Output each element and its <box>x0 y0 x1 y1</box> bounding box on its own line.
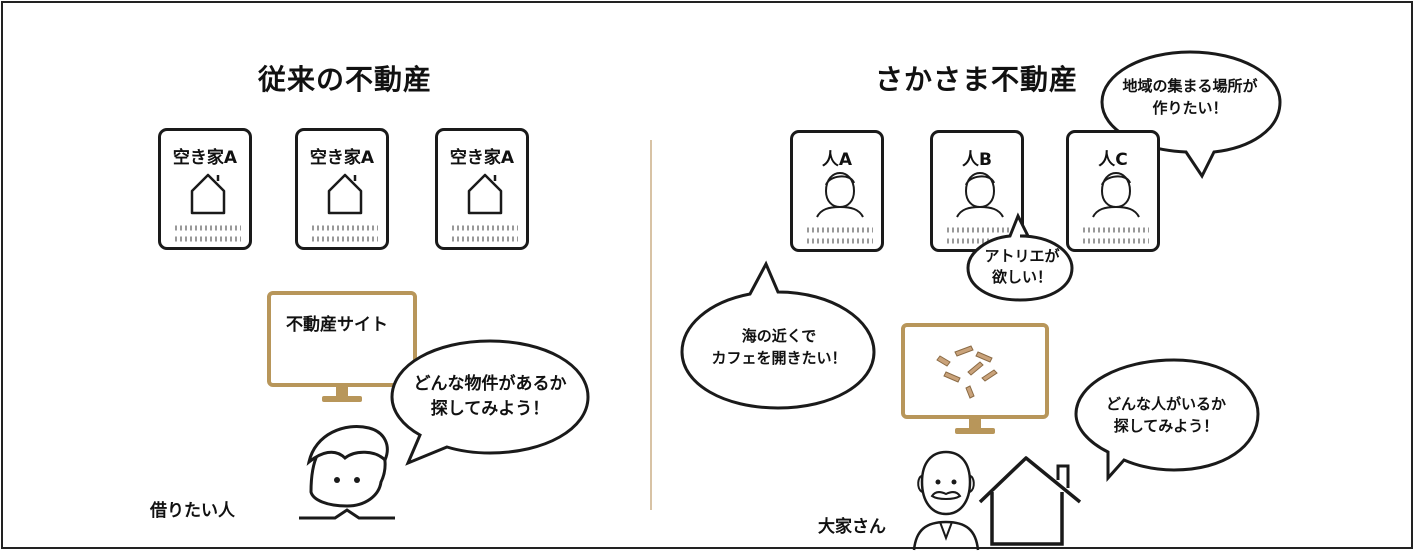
card-label: 人A <box>821 150 853 170</box>
house-icon <box>312 173 378 242</box>
house-icon <box>978 456 1082 546</box>
speech-line: 地域の集まる場所が <box>1122 77 1258 95</box>
renter-label: 借りたい人 <box>150 501 235 521</box>
vacant-house-card: 空き家A <box>295 128 389 250</box>
right-title: さかさま不動産 <box>875 63 1079 96</box>
speech-line: アトリエが <box>984 247 1060 265</box>
speech-line: どんな物件があるか <box>413 374 567 394</box>
house-icon <box>452 173 518 242</box>
speech-text: どんな物件があるか 探してみよう！ <box>390 372 590 421</box>
person-card: 人B <box>930 130 1024 252</box>
person-card: 人A <box>790 130 884 252</box>
speech-line: 探してみよう！ <box>1113 416 1219 435</box>
left-title: 従来の不動産 <box>258 63 433 96</box>
house-icon <box>175 173 241 242</box>
vacant-house-card: 空き家A <box>158 128 252 250</box>
monitor-icon <box>267 291 417 402</box>
speech-line: どんな人がいるか <box>1105 395 1226 413</box>
speech-line: 欲しい！ <box>991 268 1052 286</box>
person-card: 人C <box>1066 130 1160 252</box>
speech-bubble <box>1074 358 1260 482</box>
speech-text: 海の近くで カフェを開きたい！ <box>684 326 874 370</box>
speech-bubble <box>390 339 590 466</box>
speech-line: 探してみよう！ <box>430 398 550 419</box>
person-icon <box>807 171 873 244</box>
center-divider <box>650 140 652 510</box>
landlord-label: 大家さん <box>818 517 886 537</box>
card-label: 人B <box>962 150 992 170</box>
card-label: 空き家A <box>449 148 515 168</box>
card-label: 空き家A <box>172 148 238 168</box>
card-label: 人C <box>1098 150 1128 170</box>
person-icon <box>299 425 395 520</box>
speech-line: 海の近くで <box>741 327 817 345</box>
landlord-icon <box>912 450 980 551</box>
speech-bubble <box>680 260 876 410</box>
monitor-label: 不動産サイト <box>286 315 388 335</box>
speech-text: どんな人がいるか 探してみよう！ <box>1074 394 1258 438</box>
card-label: 空き家A <box>309 148 375 168</box>
sakasama-logo <box>936 345 998 399</box>
speech-bubble <box>966 212 1074 302</box>
person-icon <box>1083 171 1149 244</box>
speech-text: アトリエが 欲しい！ <box>962 246 1082 288</box>
speech-line: 作りたい！ <box>1152 98 1228 117</box>
monitor-icon <box>901 323 1049 434</box>
speech-text: 地域の集まる場所が 作りたい！ <box>1100 76 1280 120</box>
speech-line: カフェを開きたい！ <box>711 348 847 367</box>
vacant-house-card: 空き家A <box>435 128 529 250</box>
